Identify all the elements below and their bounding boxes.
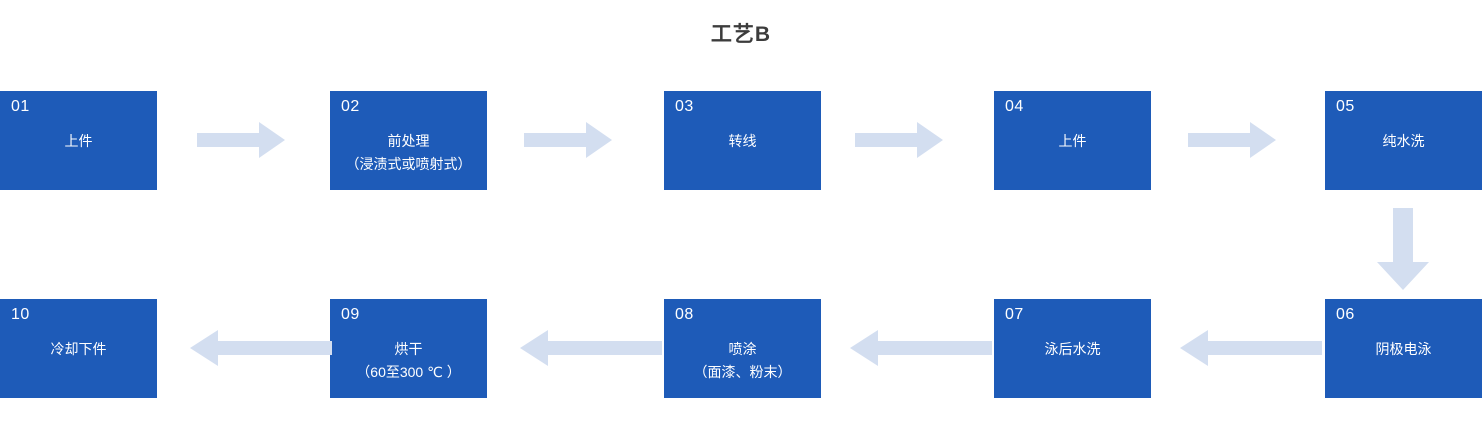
process-node-label: 前处理 <box>387 133 430 149</box>
process-node-number: 05 <box>1336 98 1355 115</box>
process-node-10[interactable]: 10 冷却下件 <box>0 299 157 398</box>
process-node-number: 01 <box>11 98 30 115</box>
process-node-body: 纯水洗 <box>1325 121 1482 190</box>
process-node-label: 泳后水洗 <box>1044 341 1101 357</box>
process-node-02[interactable]: 02 前处理 （浸渍式或喷射式） <box>330 91 487 190</box>
process-node-body: 转线 <box>664 121 821 190</box>
process-node-label: 烘干 <box>394 341 423 357</box>
process-node-body: 上件 <box>0 121 157 190</box>
process-node-body: 喷涂 （面漆、粉末） <box>664 329 821 398</box>
process-node-body: 上件 <box>994 121 1151 190</box>
arrow-left-icon <box>850 330 992 366</box>
arrow-right-icon <box>524 122 612 158</box>
arrow-right-icon <box>1188 122 1276 158</box>
process-node-07[interactable]: 07 泳后水洗 <box>994 299 1151 398</box>
process-node-number: 10 <box>11 306 30 323</box>
process-node-label: 纯水洗 <box>1382 133 1425 149</box>
process-node-body: 阴极电泳 <box>1325 329 1482 398</box>
arrow-right-icon <box>197 122 285 158</box>
process-node-body: 前处理 （浸渍式或喷射式） <box>330 121 487 190</box>
process-node-number: 06 <box>1336 306 1355 323</box>
process-node-number: 03 <box>675 98 694 115</box>
process-node-number: 09 <box>341 306 360 323</box>
process-node-label: 上件 <box>1058 133 1087 149</box>
process-node-label: 转线 <box>728 133 757 149</box>
arrow-left-icon <box>520 330 662 366</box>
process-node-sublabel: （60至300 ℃ ） <box>356 364 461 380</box>
process-node-09[interactable]: 09 烘干 （60至300 ℃ ） <box>330 299 487 398</box>
process-node-06[interactable]: 06 阴极电泳 <box>1325 299 1482 398</box>
process-node-sublabel: （浸渍式或喷射式） <box>345 156 472 172</box>
process-node-body: 冷却下件 <box>0 329 157 398</box>
process-node-05[interactable]: 05 纯水洗 <box>1325 91 1482 190</box>
process-node-01[interactable]: 01 上件 <box>0 91 157 190</box>
page-title: 工艺B <box>710 23 772 46</box>
process-node-08[interactable]: 08 喷涂 （面漆、粉末） <box>664 299 821 398</box>
process-node-number: 04 <box>1005 98 1024 115</box>
process-node-body: 泳后水洗 <box>994 329 1151 398</box>
process-node-sublabel: （面漆、粉末） <box>693 364 792 380</box>
arrow-down-icon <box>1377 208 1429 290</box>
process-node-label: 上件 <box>64 133 93 149</box>
arrow-left-icon <box>1180 330 1322 366</box>
process-node-body: 烘干 （60至300 ℃ ） <box>330 329 487 398</box>
process-node-label: 冷却下件 <box>50 341 107 357</box>
process-node-number: 02 <box>341 98 360 115</box>
process-node-label: 喷涂 <box>728 341 757 357</box>
process-node-number: 08 <box>675 306 694 323</box>
arrow-left-icon <box>190 330 332 366</box>
process-node-number: 07 <box>1005 306 1024 323</box>
arrow-right-icon <box>855 122 943 158</box>
process-node-label: 阴极电泳 <box>1375 341 1432 357</box>
process-node-04[interactable]: 04 上件 <box>994 91 1151 190</box>
process-node-03[interactable]: 03 转线 <box>664 91 821 190</box>
